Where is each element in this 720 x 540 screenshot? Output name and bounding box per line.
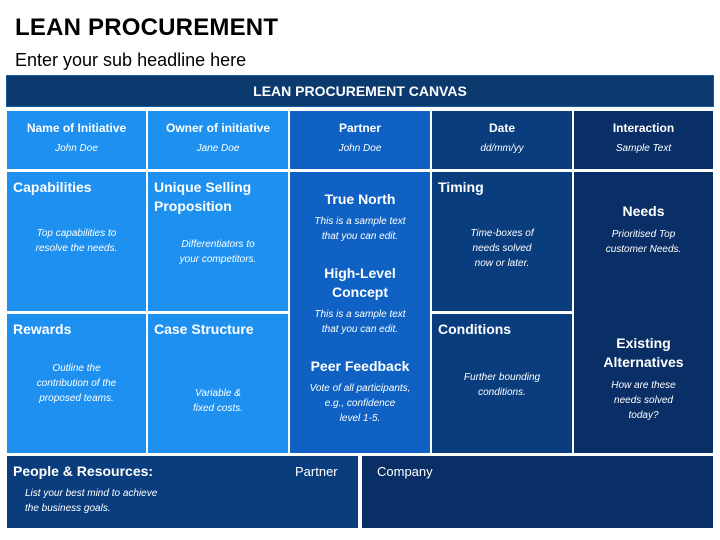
peer-feedback-desc: Vote of all participants, e.g., confiden… bbox=[309, 383, 411, 424]
cell-timing: Timing Time-boxes of needs solved now or… bbox=[431, 171, 573, 312]
existing-alternatives-title: Existing Alternatives bbox=[603, 335, 684, 370]
owner-of-initiative-value: Jane Doe bbox=[196, 143, 240, 154]
conditions-title: Conditions bbox=[438, 321, 512, 337]
partner-value: John Doe bbox=[338, 143, 382, 154]
cell-date: Date dd/mm/yy bbox=[431, 110, 573, 170]
usp-title: Unique Selling Proposition bbox=[154, 179, 252, 214]
name-of-initiative-label: Name of Initiative bbox=[26, 121, 127, 135]
rewards-desc: Outline the contribution of the proposed… bbox=[36, 363, 117, 404]
interaction-value: Sample Text bbox=[615, 143, 672, 154]
timing-desc: Time-boxes of needs solved now or later. bbox=[470, 228, 534, 269]
cell-company: Company bbox=[361, 455, 714, 529]
interaction-label: Interaction bbox=[612, 121, 675, 135]
rewards-title: Rewards bbox=[13, 321, 72, 337]
case-structure-desc: Variable & fixed costs. bbox=[192, 388, 244, 414]
cell-people-resources: People & Resources: Partner List your be… bbox=[6, 455, 359, 529]
people-partner-label: Partner bbox=[295, 464, 338, 479]
timing-title: Timing bbox=[438, 179, 484, 195]
cell-capabilities: Capabilities Top capabilities to resolve… bbox=[6, 171, 147, 312]
company-label: Company bbox=[377, 464, 433, 479]
cell-unique-selling-proposition: Unique Selling Proposition Differentiato… bbox=[147, 171, 289, 312]
cell-owner-of-initiative: Owner of initiative Jane Doe bbox=[147, 110, 289, 170]
cell-case-structure: Case Structure Variable & fixed costs. bbox=[147, 313, 289, 454]
needs-desc: Prioritised Top customer Needs. bbox=[605, 229, 682, 255]
case-structure-title: Case Structure bbox=[154, 321, 254, 337]
cell-needs-alternatives: Needs Prioritised Top customer Needs. Ex… bbox=[573, 171, 714, 454]
existing-alternatives-desc: How are these needs solved today? bbox=[611, 380, 676, 421]
cell-conditions: Conditions Further bounding conditions. bbox=[431, 313, 573, 454]
name-of-initiative-value: John Doe bbox=[55, 143, 98, 154]
page-subtitle: Enter your sub headline here bbox=[15, 50, 247, 70]
owner-of-initiative-label: Owner of initiative bbox=[165, 121, 270, 135]
date-label: Date bbox=[488, 121, 515, 135]
partner-label: Partner bbox=[338, 121, 382, 135]
true-north-desc: This is a sample text that you can edit. bbox=[314, 216, 406, 242]
usp-desc: Differentiators to your competitors. bbox=[179, 239, 257, 265]
cell-interaction: Interaction Sample Text bbox=[573, 110, 714, 170]
high-level-concept-title: High-Level Concept bbox=[324, 265, 396, 300]
cell-name-of-initiative: Name of Initiative John Doe bbox=[6, 110, 147, 170]
cell-middle-column: True North This is a sample text that yo… bbox=[289, 171, 431, 454]
peer-feedback-title: Peer Feedback bbox=[310, 358, 410, 374]
conditions-desc: Further bounding conditions. bbox=[463, 372, 541, 398]
capabilities-title: Capabilities bbox=[13, 179, 92, 195]
capabilities-desc: Top capabilities to resolve the needs. bbox=[35, 228, 118, 254]
people-resources-desc: List your best mind to achieve the busin… bbox=[25, 488, 158, 514]
high-level-concept-desc: This is a sample text that you can edit. bbox=[314, 309, 406, 335]
cell-partner: Partner John Doe bbox=[289, 110, 431, 170]
page-title: LEAN PROCUREMENT bbox=[15, 14, 279, 41]
needs-title: Needs bbox=[622, 203, 665, 219]
true-north-title: True North bbox=[324, 191, 396, 207]
date-value: dd/mm/yy bbox=[480, 143, 524, 154]
cell-rewards: Rewards Outline the contribution of the … bbox=[6, 313, 147, 454]
people-resources-title: People & Resources: bbox=[13, 463, 154, 479]
canvas-header: LEAN PROCUREMENT CANVAS bbox=[6, 75, 714, 107]
